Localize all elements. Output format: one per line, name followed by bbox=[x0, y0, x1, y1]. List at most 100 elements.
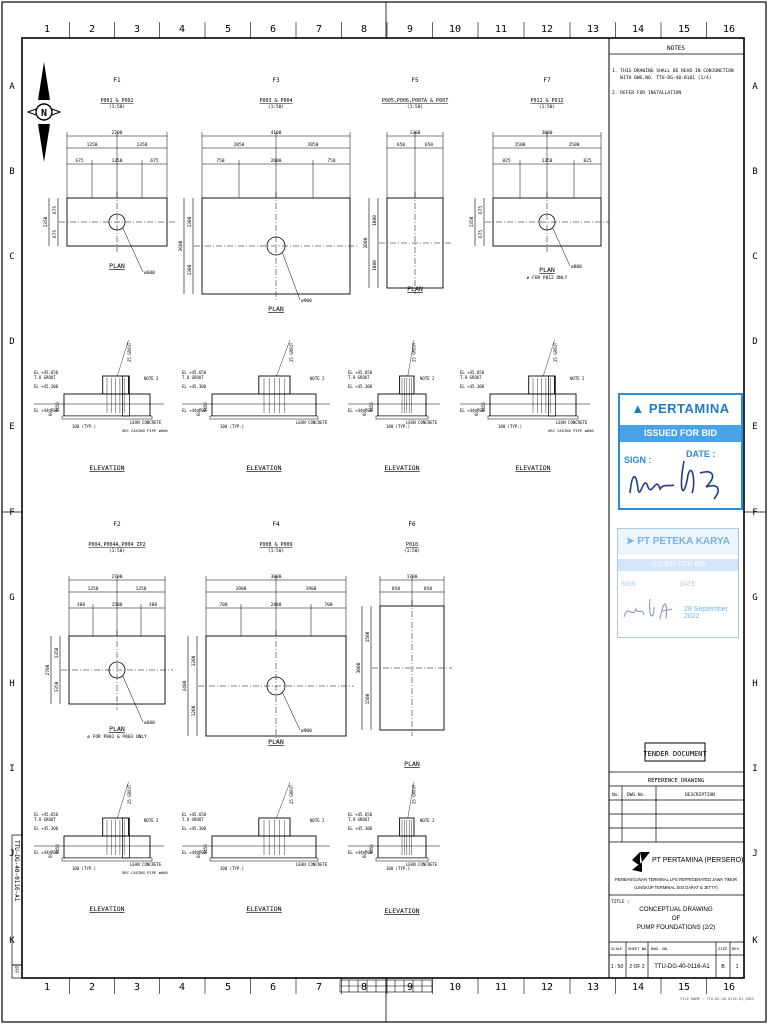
grid-col-top: 4 bbox=[179, 24, 185, 35]
grid-col-bottom: 12 bbox=[541, 982, 553, 993]
rev-label: REV bbox=[732, 946, 740, 951]
dim-half: 1350 bbox=[136, 586, 147, 592]
dim-half: 2050 bbox=[308, 142, 319, 148]
peteka-stamp-date-value: 28 September 2022 bbox=[684, 606, 728, 620]
lean-label: LEAN CONCRETE bbox=[296, 862, 328, 867]
title-line-3: PUMP FOUNDATIONS (2/2) bbox=[637, 924, 716, 931]
el-grout: T.O GROUT bbox=[348, 375, 370, 380]
hole-dia: ø600 bbox=[144, 270, 155, 276]
el-top: EL +45.650 bbox=[348, 370, 373, 375]
sheet-value: 2 OF 2 bbox=[629, 964, 645, 970]
lean-label: LEAN CONCRETE bbox=[130, 420, 162, 425]
pertamina-stamp-issued: ISSUED FOR BID bbox=[620, 425, 741, 442]
el-base: EL +45.300 bbox=[34, 826, 59, 831]
el-depth: 600 bbox=[196, 408, 201, 416]
elevation-caption: ELEVATION bbox=[89, 905, 124, 913]
pertamina-stamp-name: ▲ PERTAMINA bbox=[620, 395, 741, 423]
dim-vert: 1300 bbox=[187, 216, 193, 227]
el-low: EL +44.700 bbox=[460, 408, 485, 413]
casing-pipe bbox=[122, 375, 130, 417]
grid-row-left: E bbox=[9, 422, 14, 432]
note-line-1: 1. THIS DRAWING SHALL BE READ IN CONJUNC… bbox=[612, 68, 734, 74]
pertamina-logo-mark-icon: ▲ bbox=[631, 401, 649, 416]
note-line-3: 2. REFER FOR INSTALLATION bbox=[612, 90, 681, 96]
note-2-label: NOTE 2 bbox=[144, 376, 159, 381]
grout-label: 25 GROUT bbox=[289, 784, 294, 804]
dwg-value: TTU-DG-40-0116-A1 bbox=[654, 964, 710, 970]
el-depth: 600 bbox=[474, 408, 479, 416]
dim-half: 2050 bbox=[234, 142, 245, 148]
grid-row-left: F bbox=[9, 508, 14, 518]
el-grout: T.O GROUT bbox=[460, 375, 482, 380]
title-line-1: CONCEPTUAL DRAWING bbox=[639, 906, 713, 913]
el-base: EL +45.300 bbox=[348, 826, 373, 831]
grid-row-right: J bbox=[752, 849, 757, 859]
plan-id: F5 bbox=[411, 77, 419, 84]
grid-col-top: 7 bbox=[316, 24, 322, 35]
grid-col-bottom: 16 bbox=[723, 982, 735, 993]
plan-scale: (1:50) bbox=[404, 548, 420, 554]
grid-col-top: 5 bbox=[225, 24, 231, 35]
pertamina-logo-icon bbox=[632, 852, 650, 872]
plan-title: P004,P004A,P004 ZP2 bbox=[88, 542, 145, 548]
plan-id: F3 bbox=[272, 77, 280, 84]
lean-label: LEAN CONCRETE bbox=[296, 420, 328, 425]
dim-sub: 750 bbox=[327, 158, 335, 164]
dim-sub: 675 bbox=[75, 158, 83, 164]
plan-caption: PLAN bbox=[404, 760, 420, 768]
grid-col-top: 6 bbox=[270, 24, 276, 35]
company-name: PT PERTAMINA (PERSERO) bbox=[652, 857, 743, 864]
dim-half: 1900 bbox=[236, 586, 247, 592]
dim-half: 1500 bbox=[569, 142, 580, 148]
el-low: EL +44.700 bbox=[182, 408, 207, 413]
plan-id: F2 bbox=[113, 521, 121, 528]
elevation-caption: ELEVATION bbox=[246, 905, 281, 913]
anchor-hole bbox=[266, 236, 286, 256]
el-grout: T.O GROUT bbox=[34, 817, 56, 822]
grid-col-bottom: 6 bbox=[270, 982, 276, 993]
el-grout: T.O GROUT bbox=[182, 817, 204, 822]
grid-row-right: H bbox=[752, 679, 757, 689]
grid-col-top: 1 bbox=[44, 24, 50, 35]
reference-title: REFERENCE DRAWING bbox=[648, 778, 704, 784]
grout-leader bbox=[117, 781, 129, 819]
dim-vert: 675 bbox=[52, 206, 58, 214]
el-low: EL +44.700 bbox=[348, 850, 373, 855]
title-label: TITLE : bbox=[611, 899, 630, 905]
dim-vert: 2700 bbox=[45, 664, 51, 675]
dim-vert: 2000 bbox=[363, 237, 369, 248]
grid-row-right: G bbox=[752, 593, 757, 603]
typ-label: 100 (TYP.) bbox=[72, 424, 96, 429]
anchor-hole bbox=[108, 213, 126, 231]
dim-sub: 2400 bbox=[271, 602, 282, 608]
plan-caption: PLAN bbox=[539, 266, 555, 274]
peteka-stamp-name: ➤ PT PETEKA KARYA TIRTA bbox=[618, 529, 738, 573]
el-depth: 600 bbox=[362, 408, 367, 416]
grid-row-right: K bbox=[752, 936, 758, 946]
bottom-ruler bbox=[339, 979, 433, 993]
pertamina-stamp-sign-label: SIGN : bbox=[624, 455, 652, 465]
leader-line bbox=[122, 227, 144, 273]
dim-vert: 1350 bbox=[469, 216, 475, 227]
hole-dia: ø900 bbox=[301, 728, 312, 734]
ref-col-dwg: DWG.No. bbox=[627, 792, 646, 798]
el-height: 1450 bbox=[369, 844, 374, 854]
grid-col-top: 3 bbox=[134, 24, 140, 35]
plan-title: P011 & P012 bbox=[530, 98, 563, 104]
el-grout: T.O GROUT bbox=[182, 375, 204, 380]
grid-col-bottom: 5 bbox=[225, 982, 231, 993]
peteka-signature-icon bbox=[623, 598, 673, 620]
el-top: EL +45.650 bbox=[460, 370, 485, 375]
plan-title: P010 bbox=[406, 542, 418, 548]
grid-col-top: 2 bbox=[89, 24, 95, 35]
grid-col-top: 16 bbox=[723, 24, 735, 35]
el-grout: T.O GROUT bbox=[348, 817, 370, 822]
dim-vert: 1300 bbox=[187, 264, 193, 275]
grid-row-right: I bbox=[752, 764, 757, 774]
